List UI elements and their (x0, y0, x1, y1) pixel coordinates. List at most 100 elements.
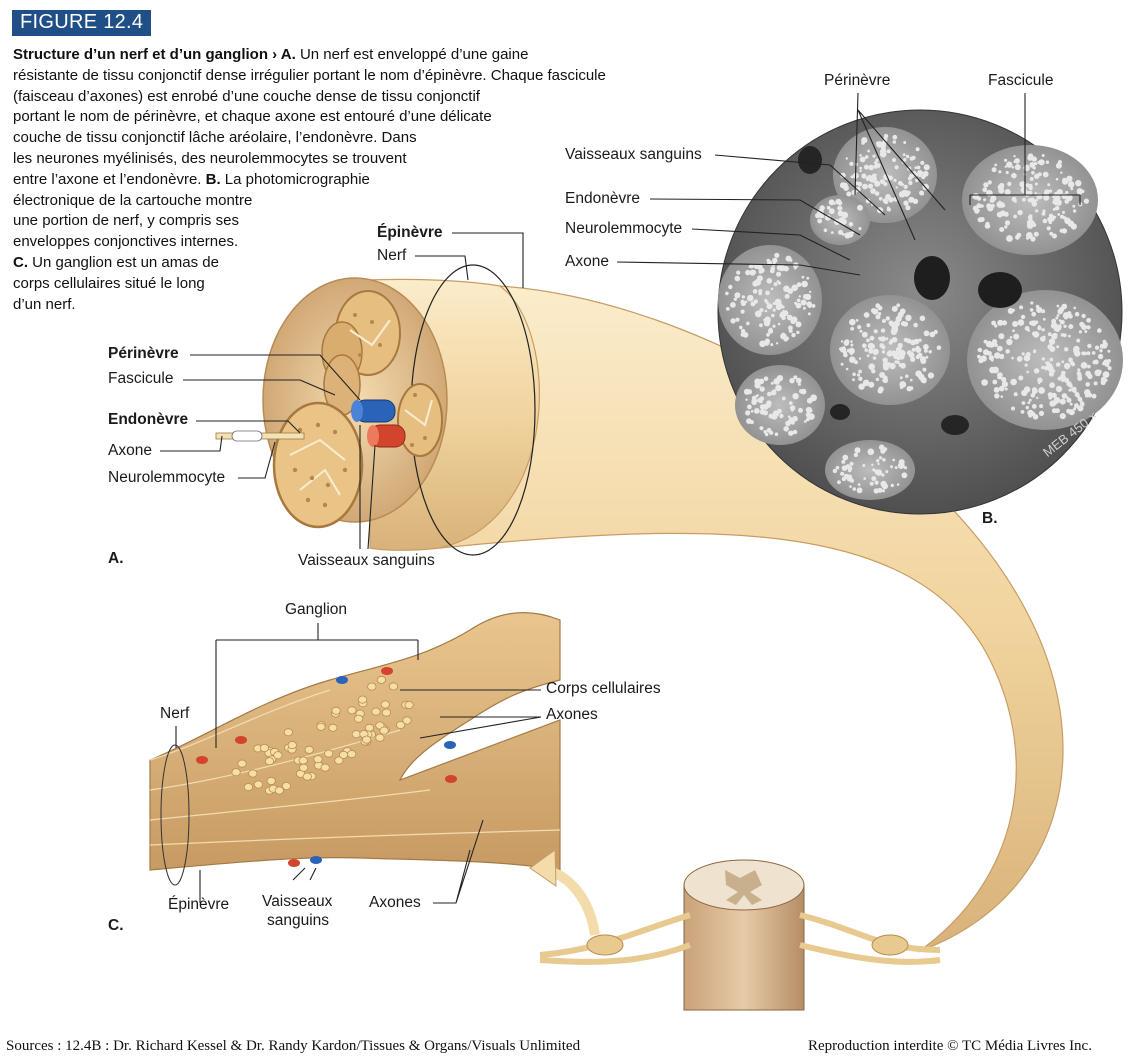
sem-axon-dot (841, 459, 846, 464)
sem-axon-dot (881, 473, 885, 477)
sem-axon-dot (759, 323, 763, 328)
sem-axon-dot (1033, 368, 1040, 374)
caption-line: portant le nom de périnèvre, et chaque a… (13, 108, 492, 126)
sem-axon-dot (1022, 197, 1026, 202)
sem-axon-dot (981, 379, 988, 386)
sem-axon-dot (915, 345, 920, 351)
sem-axon-dot (770, 343, 774, 347)
sem-axon-dot (878, 456, 883, 460)
sem-axon-dot (1067, 311, 1072, 316)
cell-body (334, 756, 344, 765)
sem-axon-dot (997, 372, 1003, 378)
sem-axon-dot (1006, 235, 1013, 242)
sem-axon-dot (1004, 165, 1007, 168)
figure-caption: Structure d’un nerf et d’un ganglion › A… (13, 45, 653, 315)
sem-axon-dot (1031, 404, 1037, 409)
sem-axon-dot (1038, 387, 1045, 394)
sem-axon-dot (1077, 405, 1084, 412)
sem-axon-dot (977, 354, 981, 359)
sem-axon-dot (858, 369, 862, 374)
sem-axon-dot (1004, 225, 1008, 229)
sem-axon-dot (734, 292, 741, 299)
cell-body (237, 759, 247, 768)
sem-axon-dot (1051, 333, 1058, 340)
sem-axon-dot (989, 366, 996, 374)
sem-axon-dot (909, 173, 914, 179)
sem-axon-dot (811, 304, 816, 308)
sem-axon-dot (867, 342, 875, 350)
label-corps-cellulaires: Corps cellulaires (546, 680, 661, 697)
sem-axon-dot (920, 160, 925, 165)
sem-axon-dot (1016, 232, 1022, 238)
sem-axon-dot (759, 386, 765, 392)
sem-axon-dot (852, 378, 855, 382)
sem-axon-dot (1011, 406, 1015, 411)
sem-axon-dot (735, 317, 740, 322)
sem-axon-dot (891, 305, 898, 312)
sem-axon-dot (863, 477, 866, 480)
sem-axon-dot (1030, 220, 1035, 225)
cell-body (298, 756, 308, 765)
label-axone-a: Axone (108, 442, 152, 459)
sem-axon-dot (787, 415, 791, 419)
sem-axon-dot (801, 275, 805, 279)
sem-axon-dot (1070, 187, 1074, 191)
sem-axon-dot (791, 332, 796, 338)
sem-axon-dot (1092, 360, 1097, 365)
sem-axon-dot (753, 299, 758, 304)
sem-axon-dot (1056, 304, 1060, 308)
fascicle-dots (292, 313, 427, 508)
sem-axon-dot (1052, 346, 1056, 350)
sem-axon-dot (1030, 301, 1034, 305)
sem-axon-dot (990, 195, 997, 202)
cell-body (264, 757, 275, 766)
sem-axon-dot (886, 350, 893, 357)
sem-axon-dot (785, 255, 792, 262)
sem-axon-dot (881, 489, 886, 493)
sem-axon-dot (837, 205, 843, 211)
sem-axon-dot (1059, 228, 1064, 233)
sem-axon-dots (725, 133, 1112, 494)
cell-body (324, 749, 334, 758)
sem-axon-dot (871, 463, 874, 466)
cell-body (381, 708, 391, 717)
sem-axon-dot (745, 269, 751, 276)
sem-axon-dot (1049, 400, 1056, 407)
sem-axon-dot (777, 281, 782, 285)
sem-axon-dot (775, 384, 782, 392)
sem-axon-dot (1097, 328, 1102, 333)
sem-axon-dot (1039, 404, 1044, 409)
sem-axon-dot (855, 319, 859, 322)
sem-axon-dot (1000, 188, 1004, 191)
sem-axon-dot (739, 325, 743, 330)
sem-axon-dot (781, 396, 786, 401)
sem-axon-dot (924, 349, 928, 353)
sem-axon-dot (1012, 321, 1019, 327)
sem-axon-dot (795, 302, 802, 309)
label-vaisseaux-b: Vaisseaux sanguins (565, 146, 702, 163)
sem-axon-dot (877, 312, 882, 316)
sem-axon-dot (1047, 344, 1053, 350)
sem-axon-dot (996, 345, 1003, 352)
sem-axon-dot (776, 302, 783, 309)
sem-axon-dot (1056, 314, 1060, 317)
sem-axon-dot (1049, 382, 1055, 389)
sem-axon-dot (923, 164, 930, 171)
sem-axon-dot (759, 399, 763, 404)
sem-axon-dot (770, 389, 777, 396)
sem-axon-dot (875, 377, 880, 382)
sem-axon-dot (776, 271, 782, 277)
sem-axon-dot (1032, 166, 1036, 170)
sem-axon-dot (1081, 313, 1086, 319)
sem-axon-dot (730, 318, 736, 324)
sem-axon-dot (759, 308, 764, 313)
label-nerf-a: Nerf (377, 247, 407, 264)
sem-axon-dot (864, 155, 869, 159)
cell-body (316, 722, 326, 731)
sem-axon-dot (775, 255, 779, 258)
sem-axon-dot (1065, 190, 1069, 195)
sem-axon-dot (849, 356, 856, 364)
sem-axon-dot (869, 335, 875, 341)
panel-letter-b: B. (982, 510, 998, 527)
label-perinevre-a: Périnèvre (108, 345, 179, 362)
